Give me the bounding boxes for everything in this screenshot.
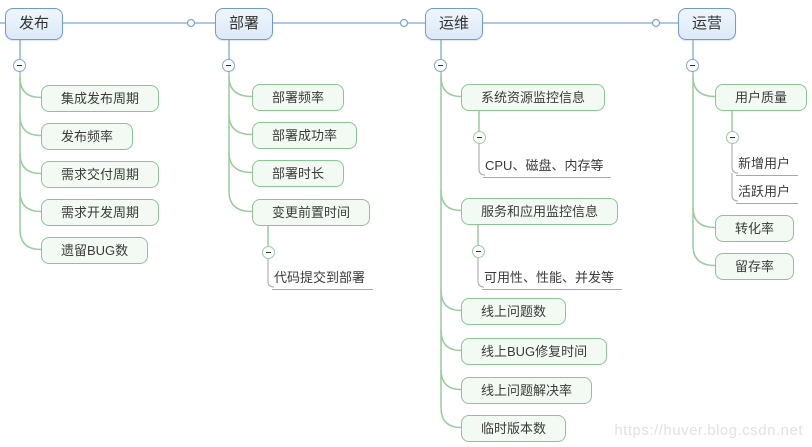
collapse-business-icon[interactable]	[686, 59, 699, 72]
link-dot	[186, 18, 196, 28]
topic-release[interactable]: 发布	[5, 8, 64, 40]
node-user-quality[interactable]: 用户质量	[715, 84, 808, 111]
leaf-availability-performance-concurrency[interactable]: 可用性、性能、并发等	[482, 267, 623, 290]
leaf-lines	[267, 143, 739, 288]
node-requirement-delivery-cycle[interactable]: 需求交付周期	[41, 161, 160, 188]
branch-lines	[19, 72, 733, 429]
node-change-lead-time[interactable]: 变更前置时间	[252, 199, 371, 226]
leaf-active-users[interactable]: 活跃用户	[736, 181, 799, 204]
collapse-system-resource-icon[interactable]	[473, 131, 486, 144]
leaf-code-commit-to-deploy[interactable]: 代码提交到部署	[272, 267, 374, 290]
node-release-frequency[interactable]: 发布频率	[41, 123, 134, 150]
node-integration-release-cycle[interactable]: 集成发布周期	[41, 85, 160, 112]
node-requirement-dev-cycle[interactable]: 需求开发周期	[41, 199, 160, 226]
leaf-cpu-disk-memory[interactable]: CPU、磁盘、内存等	[483, 155, 612, 178]
node-system-resource-monitoring[interactable]: 系统资源监控信息	[461, 84, 606, 111]
collapse-change-lead-time-icon[interactable]	[262, 246, 275, 259]
node-retention-rate[interactable]: 留存率	[715, 253, 795, 280]
top-link-lines	[0, 22, 694, 60]
collapse-user-quality-icon[interactable]	[726, 131, 739, 144]
node-deploy-success-rate[interactable]: 部署成功率	[252, 122, 358, 149]
link-dot	[399, 18, 409, 28]
topic-operations[interactable]: 运维	[425, 8, 484, 40]
watermark-text: https://huver.blog.csdn.net	[614, 422, 803, 439]
node-conversion-rate[interactable]: 转化率	[715, 215, 795, 242]
node-service-app-monitoring[interactable]: 服务和应用监控信息	[461, 198, 619, 225]
collapse-release-icon[interactable]	[13, 59, 26, 72]
node-deploy-frequency[interactable]: 部署频率	[252, 84, 345, 111]
topic-deploy[interactable]: 部署	[215, 8, 274, 40]
collapse-service-app-icon[interactable]	[472, 245, 485, 258]
node-remaining-bugs[interactable]: 遗留BUG数	[41, 237, 149, 264]
collapse-operations-icon[interactable]	[434, 59, 447, 72]
node-deploy-duration[interactable]: 部署时长	[252, 160, 345, 187]
node-online-issue-resolve-rate[interactable]: 线上问题解决率	[461, 377, 593, 404]
topic-business[interactable]: 运营	[678, 8, 737, 40]
collapse-deploy-icon[interactable]	[222, 59, 235, 72]
link-dots	[186, 18, 661, 28]
node-online-bug-fix-time[interactable]: 线上BUG修复时间	[461, 338, 608, 365]
node-temp-version-count[interactable]: 临时版本数	[461, 415, 567, 442]
leaf-new-users[interactable]: 新增用户	[736, 153, 799, 176]
link-dot	[651, 18, 661, 28]
node-online-issue-count[interactable]: 线上问题数	[461, 298, 567, 325]
